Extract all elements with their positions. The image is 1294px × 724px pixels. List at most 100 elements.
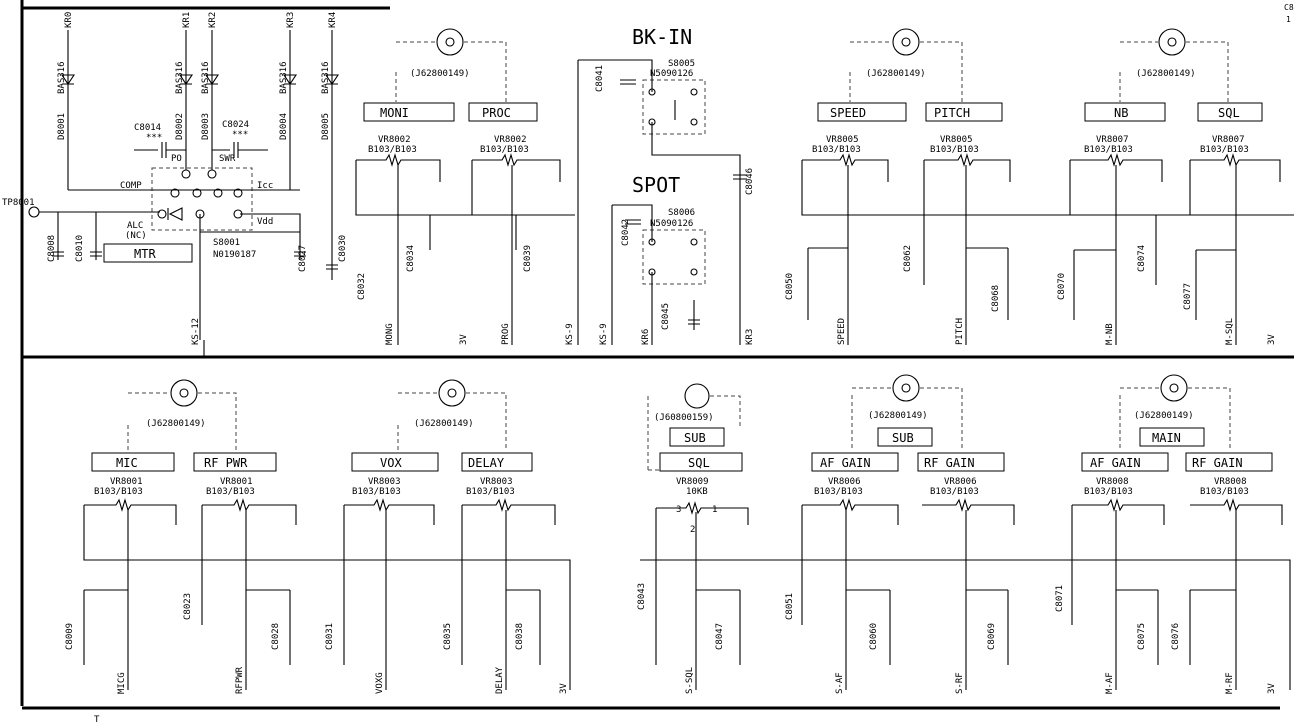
label-moni: MONI [380, 106, 409, 120]
cap-c8047: C8047 [715, 623, 725, 650]
label-box-sql-b [659, 452, 743, 472]
label-box-moni [363, 102, 455, 122]
cap-c8077: C8077 [1183, 283, 1193, 310]
cap-c8069: C8069 [987, 623, 997, 650]
cap-c8010: C8010 [75, 235, 85, 262]
part-s8001: N0190187 [213, 250, 256, 260]
label-box-nb [1084, 102, 1166, 122]
cap-c8031: C8031 [325, 623, 335, 650]
net-kr6: KR6 [641, 329, 651, 345]
corner-c8: C8 [1284, 3, 1294, 12]
stars: *** [146, 133, 162, 143]
net-kr3: KR3 [286, 12, 296, 28]
net-mnb: M-NB [1105, 323, 1115, 345]
label-maf: AF GAIN [1090, 456, 1141, 470]
ref-vr8001a: VR8001 [110, 477, 143, 487]
testpoint-label: TP8001 [2, 198, 35, 208]
ref-d8003: D8003 [201, 113, 211, 140]
pin-icc: Icc [257, 181, 273, 191]
label-box-vox [351, 452, 439, 472]
group-box-sub-b [877, 427, 933, 447]
title-bkin: BK-IN [632, 25, 692, 49]
cap-c8050: C8050 [785, 273, 795, 300]
frame [20, 0, 1294, 710]
connector-label-sql: (J60800159) [654, 413, 714, 423]
cap-c8023: C8023 [183, 593, 193, 620]
net-voxg: VOXG [375, 672, 385, 694]
label-box-proc [468, 102, 538, 122]
label-sql: SQL [1218, 106, 1240, 120]
net-ks9-a: KS-9 [565, 323, 575, 345]
ref-vr8002a: VR8002 [378, 135, 411, 145]
cap-c8034: C8034 [406, 245, 416, 272]
bkin-spot-group: BK-IN S8005 N5090126 C8041 C8046 SPOT S8… [577, 25, 755, 345]
cap-c8035: C8035 [443, 623, 453, 650]
vox-delay-group: (J62800149) VOX DELAY VR8003 B103/B103 V… [325, 379, 569, 694]
label-delay: DELAY [468, 456, 505, 470]
bottom-bus [83, 505, 1291, 690]
net-ks9-b: KS-9 [599, 323, 609, 345]
label-mrf: RF GAIN [1192, 456, 1243, 470]
ref-vr8007b: VR8007 [1212, 135, 1245, 145]
cap-c8027: C8027 [298, 245, 308, 272]
val-vr8003b: B103/B103 [466, 487, 515, 497]
val-vr8001a: B103/B103 [94, 487, 143, 497]
label-nb: NB [1114, 106, 1128, 120]
pin-vdd: Vdd [257, 217, 273, 227]
knob-icon [892, 374, 920, 402]
net-pitch: PITCH [955, 318, 965, 345]
nb-sql-group: (J62800149) NB SQL VR8007 B103/B103 VR80… [1057, 28, 1281, 345]
knob-icon [170, 379, 198, 407]
ref-vr8006b: VR8006 [944, 477, 977, 487]
connector-label: (J62800149) [1134, 411, 1194, 421]
ref-vr8006a: VR8006 [828, 477, 861, 487]
cap-c8070: C8070 [1057, 273, 1067, 300]
pin-3: 3 [676, 505, 681, 515]
diode-d8002 [178, 74, 194, 85]
part-s8005: N5090126 [650, 69, 693, 79]
ref-d8004: D8004 [279, 113, 289, 140]
cap-c8038: C8038 [515, 623, 525, 650]
mic-rfpwr-group: (J62800149) MIC RF PWR VR8001 B103/B103 … [65, 379, 297, 694]
ref-vr8008a: VR8008 [1096, 477, 1129, 487]
speed-pitch-group: (J62800149) SPEED PITCH VR8005 B103/B103… [785, 28, 1294, 345]
label-box-saf [811, 452, 899, 472]
net-mrf: M-RF [1225, 672, 1235, 694]
cap-c8071: C8071 [1055, 585, 1065, 612]
connector-label: (J62800149) [1136, 69, 1196, 79]
cap-c8008: C8008 [47, 235, 57, 262]
corner-t: T [94, 715, 100, 724]
testpoint-icon [28, 206, 40, 218]
net-3v-d: 3V [1267, 683, 1277, 694]
label-sql-b: SQL [688, 456, 710, 470]
knob-icon [438, 379, 466, 407]
ref-s8005: S8005 [668, 59, 695, 69]
ref-vr8003a: VR8003 [368, 477, 401, 487]
pin-alc: ALC [127, 221, 143, 231]
ref-s8006: S8006 [668, 208, 695, 218]
label-box-mrf [1185, 452, 1273, 472]
ref-d8001: D8001 [57, 113, 67, 140]
val-vr8008a: B103/B103 [1084, 487, 1133, 497]
cap-c8030: C8030 [338, 235, 348, 262]
knob-icon [684, 383, 710, 409]
switch-s8001: PO SWR COMP Icc ALC (NC) Vdd S8001 N0190… [103, 120, 290, 263]
group-box-sub-a [669, 427, 725, 447]
sub-sql-group: (J60800159) SUB SQL VR8009 10KB 3 2 1 C8… [637, 383, 749, 694]
group-box-main [1139, 427, 1205, 447]
net-mong: MONG [385, 323, 395, 345]
diode-d8004 [282, 74, 298, 85]
corner-1: 1 [1286, 15, 1291, 24]
label-box-speed [817, 102, 907, 122]
net-3v-a: 3V [459, 334, 469, 345]
net-ssql: S-SQL [685, 667, 695, 694]
cap-c8062: C8062 [903, 245, 913, 272]
knob-icon [436, 28, 464, 56]
cap-c8024: C8024 [222, 120, 249, 130]
cap-c8039: C8039 [523, 245, 533, 272]
connector-label: (J62800149) [414, 419, 474, 429]
tp8001-area: TP8001 C8008 C8010 C8027 C8030 KS-12 [2, 198, 348, 357]
connector-label: (J62800149) [866, 69, 926, 79]
cap-c8076: C8076 [1171, 623, 1181, 650]
